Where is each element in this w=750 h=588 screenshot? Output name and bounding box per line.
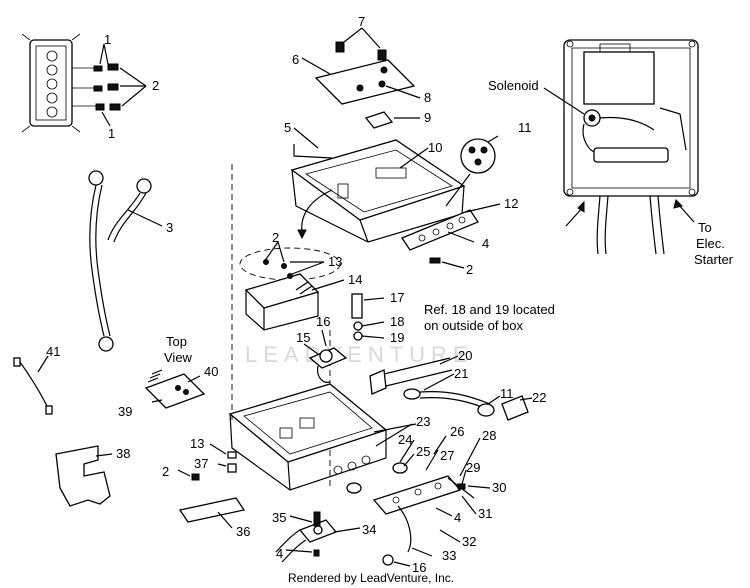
callout-label: 7 (358, 14, 365, 29)
callout-label: 18 (390, 314, 404, 329)
callout-label: 2 (272, 230, 279, 245)
callout-label: 6 (292, 52, 299, 67)
callout-label: 5 (284, 120, 291, 135)
upper-box-drawing (290, 127, 466, 243)
callout-label: 11 (500, 386, 514, 401)
bracket-drawing (275, 511, 361, 563)
terminal-block-drawing (21, 33, 147, 133)
callout-label: 3 (166, 220, 173, 235)
top-view-label: Top (166, 334, 187, 349)
callout-label: 4 (482, 236, 489, 251)
callout-label: 4 (454, 510, 461, 525)
callout-label: 14 (348, 272, 362, 287)
to-elec-starter-label-line2: Elec. (696, 236, 725, 251)
callout-label: 31 (478, 506, 492, 521)
footer-credit: Rendered by LeadVenture, Inc. (288, 571, 454, 585)
callout-label: 13 (190, 436, 204, 451)
callout-label: 19 (390, 330, 404, 345)
callout-label: 27 (440, 448, 454, 463)
fuse-holder-drawing (303, 293, 385, 383)
callout-label: 1 (108, 126, 115, 141)
callout-label: 21 (454, 366, 468, 381)
callout-label: 16 (412, 560, 426, 575)
callout-label: 22 (532, 390, 546, 405)
callout-label: 23 (416, 414, 430, 429)
top-view-label-line2: View (164, 350, 193, 365)
watermark: LEADVENTURE (245, 342, 474, 367)
callout-label: 30 (492, 480, 506, 495)
battery-cable-drawing (88, 170, 163, 352)
wire-41-drawing (13, 355, 53, 415)
callout-label: 1 (104, 32, 111, 47)
callout-label: 15 (296, 330, 310, 345)
callout-label: 38 (116, 446, 130, 461)
solenoid-label: Solenoid (488, 78, 539, 93)
bracket-38-drawing (55, 445, 113, 507)
module-drawing (231, 164, 345, 488)
callout-label: 39 (118, 404, 132, 419)
callout-label: 11 (518, 120, 532, 135)
connector-drawing (445, 135, 499, 207)
to-elec-starter-label: To (698, 220, 712, 235)
lower-box-drawing (228, 383, 417, 491)
wire-harness-drawing (369, 355, 491, 411)
callout-label: 4 (276, 546, 283, 561)
callout-label: 36 (236, 524, 250, 539)
callout-label: 12 (504, 196, 518, 211)
to-elec-starter-label-line3: Starter (694, 252, 734, 267)
solenoid-box-drawing (543, 39, 699, 255)
callout-label: 32 (462, 534, 476, 549)
reference-note: Ref. 18 and 19 located (424, 302, 555, 317)
callout-label: 41 (46, 344, 60, 359)
callout-label: 26 (450, 424, 464, 439)
callout-label: 37 (194, 456, 208, 471)
callout-label: 28 (482, 428, 496, 443)
relay-drawing (364, 111, 420, 129)
top-view-drawing (144, 369, 206, 409)
callout-label: 29 (466, 460, 480, 475)
callout-label: 8 (424, 90, 431, 105)
callout-label: 25 (416, 444, 430, 459)
callout-label: 34 (362, 522, 376, 537)
left-hardware-drawing (177, 443, 246, 529)
callout-label: 2 (466, 262, 473, 277)
callout-label: 9 (424, 110, 431, 125)
callout-label: 16 (316, 314, 330, 329)
side-plate-drawing (401, 203, 501, 269)
lower-hardware-drawing (346, 423, 491, 567)
callout-label: 20 (458, 348, 472, 363)
callout-label: 17 (390, 290, 404, 305)
callout-label: 24 (398, 432, 412, 447)
plug-drawing (477, 395, 533, 421)
callout-label: 2 (152, 78, 159, 93)
callout-label: 13 (328, 254, 342, 269)
reference-note-line2: on outside of box (424, 318, 524, 333)
callout-label: 35 (272, 510, 286, 525)
callout-label: 40 (204, 364, 218, 379)
mounting-plate-drawing (301, 27, 421, 105)
callout-label: 10 (428, 140, 442, 155)
callout-label: 2 (162, 464, 169, 479)
callout-label: 33 (442, 548, 456, 563)
